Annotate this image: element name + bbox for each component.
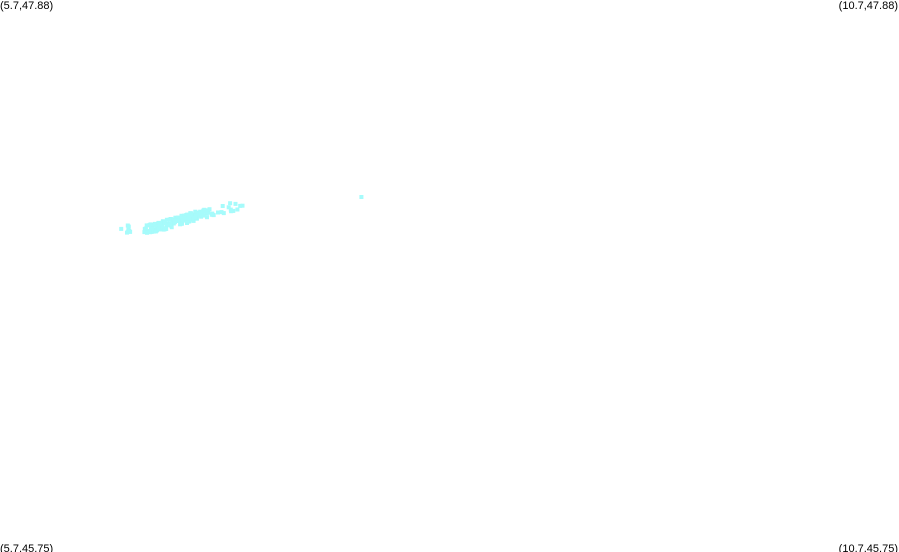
map-point <box>200 209 205 214</box>
map-point <box>128 229 133 234</box>
map-point <box>164 217 169 222</box>
map-point <box>153 229 158 234</box>
map-point <box>126 224 131 229</box>
map-point <box>172 218 177 223</box>
map-point <box>207 207 212 212</box>
map-point <box>158 221 163 226</box>
map-point <box>167 217 172 222</box>
map-point <box>148 222 153 227</box>
map-point <box>205 209 210 214</box>
map-point <box>193 215 198 220</box>
map-point <box>240 203 245 208</box>
corner-label-bottom-left: (5.7,45.75) <box>0 543 54 552</box>
map-point <box>162 219 167 224</box>
map-point <box>176 219 181 223</box>
corner-label-top-left: (5.7,47.88) <box>0 0 54 12</box>
map-point <box>179 217 184 222</box>
map-point <box>229 209 234 214</box>
map-point <box>164 223 169 228</box>
map-point <box>160 220 165 225</box>
map-point <box>220 204 225 208</box>
map-point <box>150 222 155 227</box>
map-point <box>144 223 149 228</box>
map-point <box>200 212 205 217</box>
map-point <box>198 209 203 214</box>
map-point <box>187 218 192 223</box>
corner-label-top-right: (10.7,47.88) <box>838 0 898 12</box>
map-point <box>221 211 226 216</box>
map-point <box>235 207 240 212</box>
map-point <box>238 203 243 208</box>
corner-label-bottom-right: (10.7,45.75) <box>838 543 898 552</box>
map-point <box>150 226 155 231</box>
map-point <box>168 221 173 226</box>
map-point <box>125 230 129 235</box>
map-point <box>157 227 161 232</box>
map-point <box>160 225 165 230</box>
map-point <box>231 208 236 213</box>
map-point <box>149 229 154 234</box>
map-point <box>188 212 193 217</box>
map-point <box>119 226 124 231</box>
map-point <box>151 229 156 234</box>
map-point <box>193 213 198 218</box>
map-point <box>216 210 220 215</box>
map-point <box>160 223 165 228</box>
map-point <box>210 211 215 216</box>
map-point <box>178 221 183 226</box>
map-point <box>145 230 149 235</box>
map-point <box>185 216 189 221</box>
map-point <box>182 213 187 218</box>
map-point <box>175 215 180 220</box>
map-point <box>202 207 207 212</box>
map-point <box>197 213 202 218</box>
map-point <box>179 213 184 218</box>
map-point <box>205 215 209 220</box>
map-point <box>185 219 190 224</box>
map-point <box>228 201 233 206</box>
map-point <box>152 221 157 226</box>
map-point <box>359 195 364 199</box>
map-point <box>233 201 238 206</box>
map-point <box>143 226 148 231</box>
map-point <box>226 205 231 210</box>
map-point <box>162 227 167 232</box>
map-point <box>219 210 224 215</box>
map-point <box>195 210 200 215</box>
map-point <box>142 230 147 235</box>
